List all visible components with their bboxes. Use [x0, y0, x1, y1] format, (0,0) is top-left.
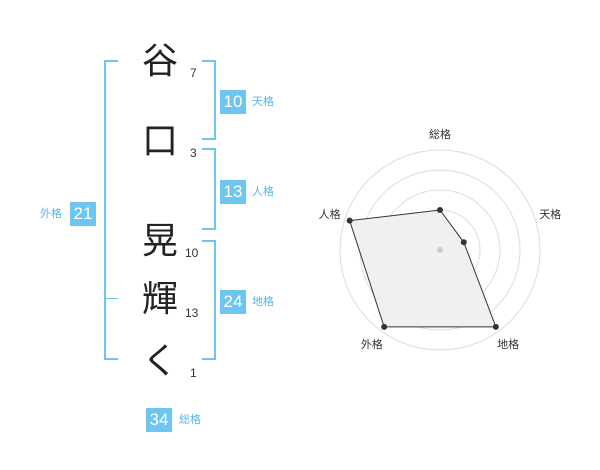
tenkaku-value-badge: 10 — [220, 90, 246, 114]
chikaku-value-badge: 24 — [220, 290, 246, 314]
soukaku-value-badge: 34 — [146, 408, 172, 432]
name-char-2: 口 — [141, 121, 178, 162]
name-char-5: く — [141, 341, 178, 382]
jinkaku-bracket — [202, 148, 216, 230]
radar-point-3 — [492, 323, 499, 330]
gaikaku-bracket — [104, 60, 118, 360]
radar-label-3: 地格 — [497, 337, 519, 351]
stroke-count-3: 10 — [185, 246, 199, 260]
stroke-count-5: 1 — [190, 366, 197, 380]
gaikaku-value-badge: 21 — [70, 202, 96, 226]
tenkaku-label: 天格 — [252, 95, 274, 108]
stroke-count-2: 3 — [190, 146, 197, 160]
radar-label-1: 総格 — [429, 127, 451, 141]
radar-point-2 — [460, 239, 467, 246]
jinkaku-label: 人格 — [252, 185, 274, 198]
stroke-count-1: 7 — [190, 66, 197, 80]
chikaku-label: 地格 — [252, 295, 274, 308]
name-char-1: 谷 — [141, 41, 178, 82]
name-char-4: 輝 — [141, 279, 178, 320]
radar-point-5 — [346, 217, 353, 224]
stroke-count-4: 13 — [185, 306, 199, 320]
gaikaku-label: 外格 — [40, 207, 62, 220]
radar-point-1 — [437, 207, 443, 213]
radar-label-2: 天格 — [539, 207, 561, 221]
tenkaku-bracket — [202, 60, 216, 140]
radar-label-5: 人格 — [319, 207, 341, 221]
radar-ring-5 — [339, 149, 541, 351]
jinkaku-value-badge: 13 — [220, 180, 246, 204]
gaikaku-bracket-divider — [104, 298, 118, 299]
chikaku-bracket — [202, 240, 216, 360]
name-char-3: 晃 — [141, 221, 178, 262]
radar-area — [348, 209, 497, 328]
radar-center-dot — [437, 247, 443, 253]
radar-label-4: 外格 — [361, 337, 383, 351]
soukaku-label: 総格 — [179, 413, 201, 426]
radar-point-4 — [381, 323, 388, 330]
